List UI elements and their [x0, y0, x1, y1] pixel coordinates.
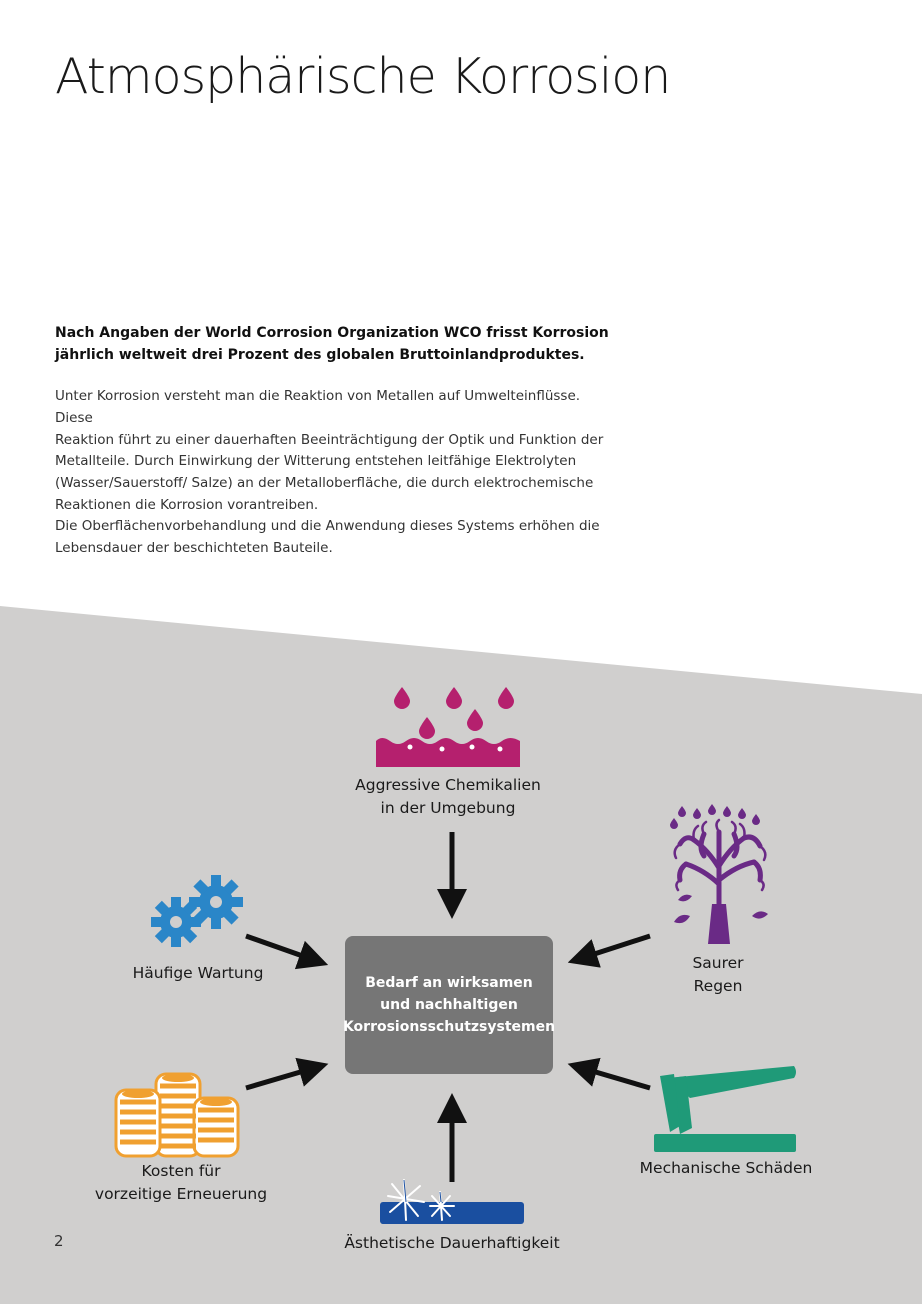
costs-label: Kosten für vorzeitige Erneuerung [94, 1162, 268, 1203]
sparkle-surface-icon [380, 1179, 524, 1224]
acid-rain-label: Saurer Regen [692, 954, 744, 995]
chemicals-label: Aggressive Chemikalien in der Umgebung [355, 776, 541, 817]
body-paragraph-1: Unter Korrosion versteht man die Reaktio… [55, 388, 604, 513]
gears-icon [151, 875, 243, 947]
arrow-from-maintenance [245, 933, 329, 970]
arrow-from-acid-rain [567, 933, 651, 968]
aesthetic-label: Ästhetische Dauerhaftigkeit [344, 1234, 560, 1252]
mechanical-label: Mechanische Schäden [639, 1159, 813, 1177]
hammer-icon [654, 1066, 796, 1152]
tree-rain-icon [670, 804, 768, 944]
center-box: Bedarf an wirksamen und nachhaltigen Kor… [343, 936, 555, 1074]
page-title: Atmosphärische Korrosion [55, 48, 671, 105]
body-paragraph-2: Die Oberflächenvorbehandlung und die Anw… [55, 518, 600, 556]
arrow-from-costs [245, 1057, 329, 1091]
coin-stacks-icon [114, 1072, 240, 1158]
arrow-from-mechanical [567, 1057, 651, 1091]
page-number: 2 [54, 1232, 64, 1250]
chemical-drops-icon [376, 687, 520, 767]
maintenance-label: Häufige Wartung [132, 964, 264, 982]
lead-paragraph: Nach Angaben der World Corrosion Organiz… [55, 325, 609, 363]
